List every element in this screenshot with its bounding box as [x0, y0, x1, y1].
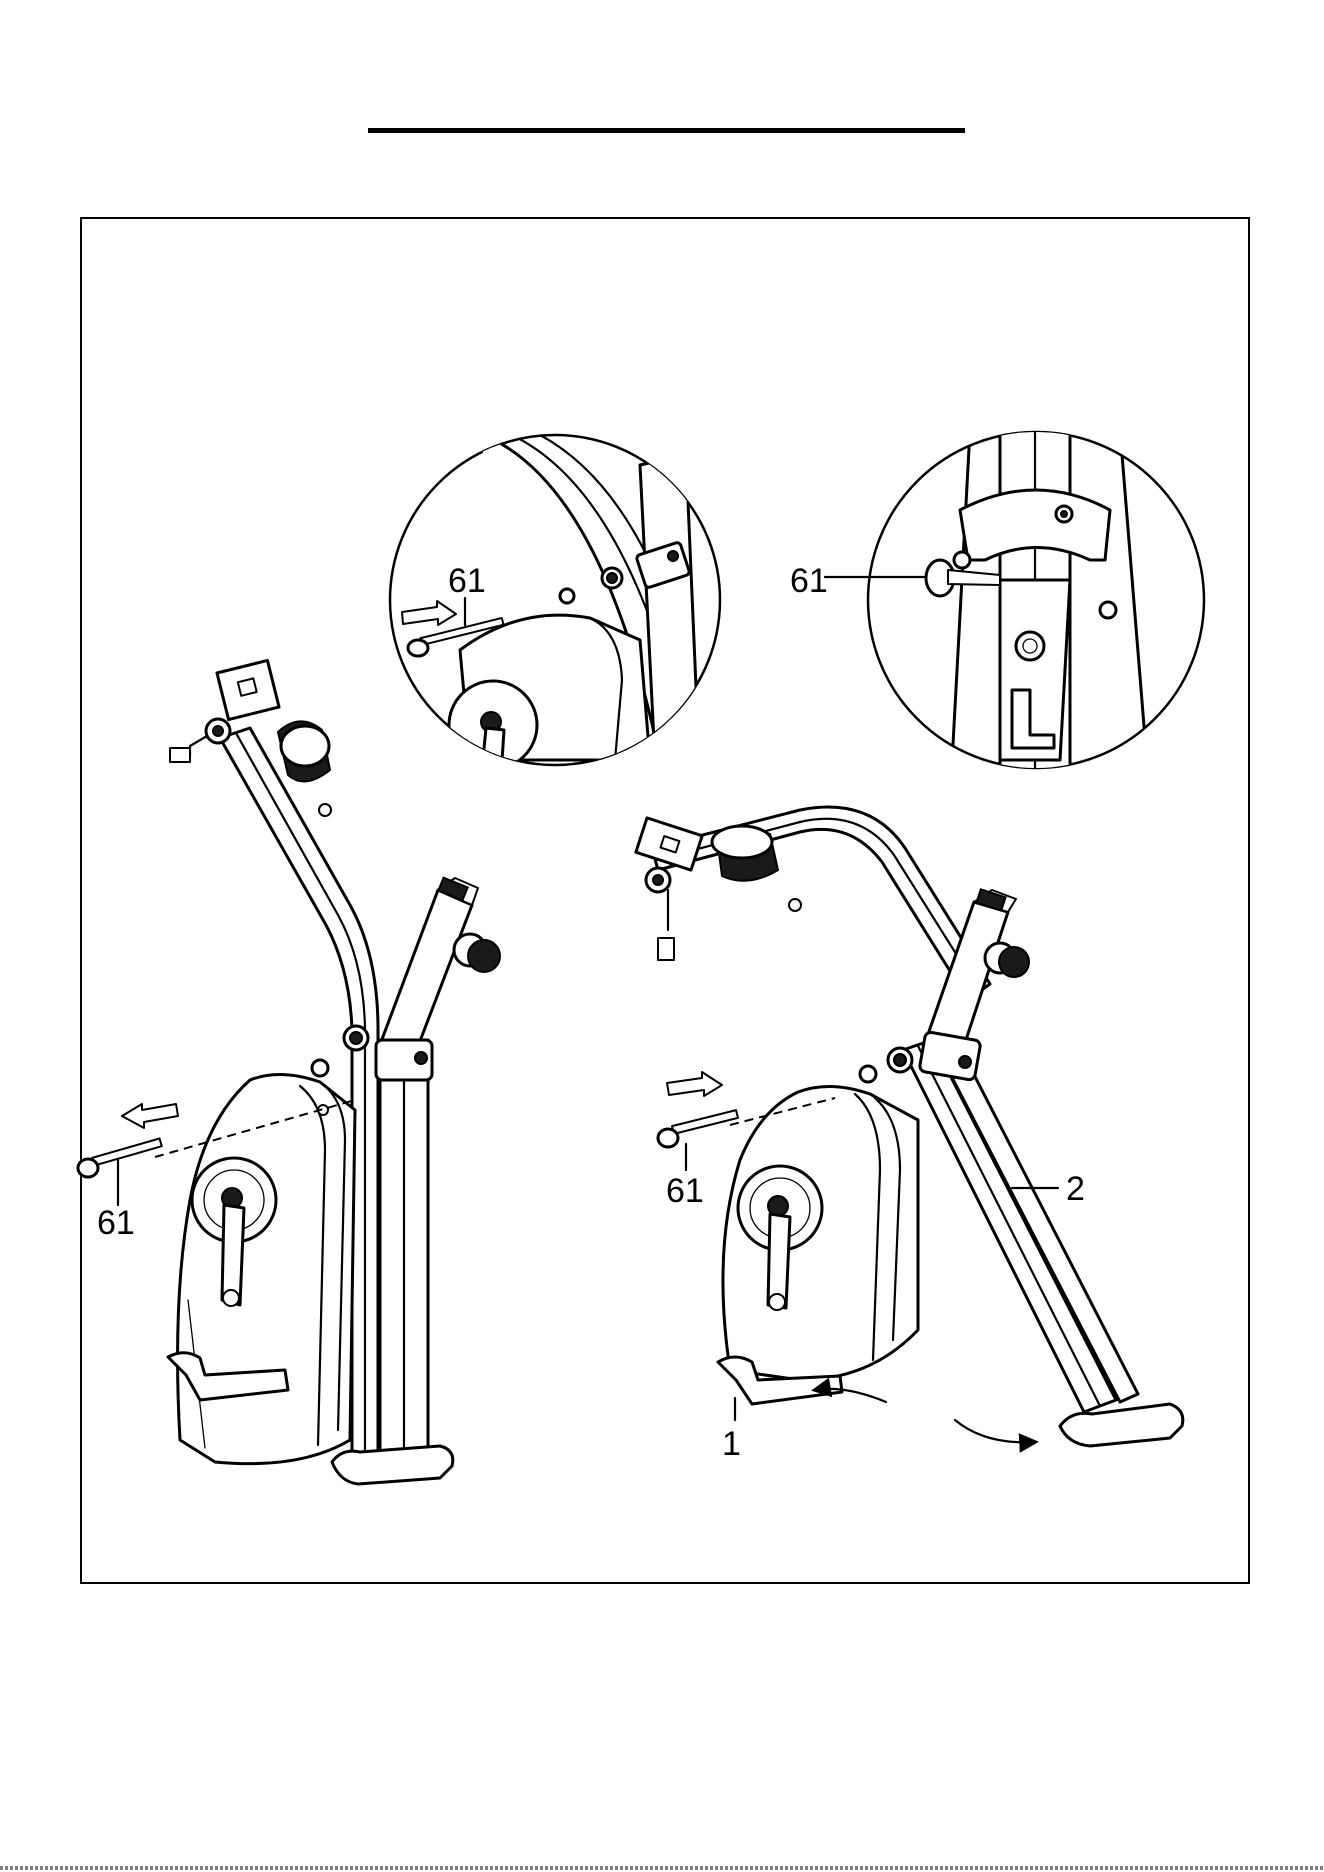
curved-arrow-icon-right — [955, 1420, 1035, 1442]
right-sensor-plug — [658, 938, 674, 960]
callout-front-frame: 2 — [1066, 1170, 1085, 1208]
right-seat-knob — [999, 947, 1029, 977]
scan-edge — [0, 1866, 1324, 1870]
left-seat-post — [378, 890, 472, 1062]
right-locking-pin — [672, 1110, 738, 1134]
callout-detail-left-pin: 61 — [448, 562, 486, 600]
left-locking-pin — [92, 1139, 161, 1166]
callout-right-pin: 61 — [666, 1172, 704, 1210]
callout-detail-right-pin: 61 — [790, 562, 828, 600]
left-sensor-plug — [170, 748, 190, 762]
left-bike-assembly — [78, 660, 500, 1484]
right-bike-assembly — [636, 807, 1183, 1446]
left-seat-knob — [468, 940, 500, 972]
right-front-stabilizer — [1060, 1404, 1183, 1446]
detail-view-left — [390, 430, 720, 792]
left-pull-arrow-icon — [122, 1104, 178, 1128]
callout-rear-stabilizer: 1 — [722, 1425, 741, 1463]
detail-view-right — [825, 430, 1204, 800]
left-flywheel-housing — [178, 1074, 355, 1463]
right-clamp — [919, 1031, 981, 1080]
right-push-arrow-icon — [667, 1072, 722, 1096]
left-front-stabilizer — [332, 1446, 453, 1484]
callout-left-pin: 61 — [97, 1204, 135, 1242]
